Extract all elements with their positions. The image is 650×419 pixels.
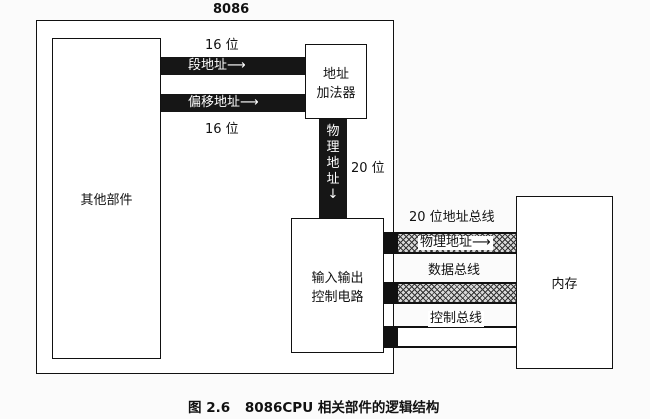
segment-arrow-icon: ⟶ — [227, 58, 246, 73]
offset-address-label: 偏移地址 — [188, 95, 241, 110]
address-adder-label-line1: 地址 — [322, 66, 349, 82]
offset-address-bus — [161, 94, 305, 112]
control-bus — [398, 326, 516, 348]
cpu-title: 8086 — [213, 2, 250, 17]
io-control-label-line2: 控制电路 — [311, 289, 364, 305]
address-bus-arrow-icon: ⟶ — [472, 235, 491, 250]
other-parts-label: 其他部件 — [80, 193, 133, 208]
physical-address-bus — [319, 119, 347, 218]
memory-block: 内存 — [516, 196, 613, 369]
figure-title: 8086CPU 相关部件的逻辑结构 — [244, 400, 440, 416]
other-parts-block: 其他部件 — [52, 38, 161, 359]
physical-char-2: 理 — [326, 140, 340, 155]
physical-char-3: 地 — [326, 156, 340, 171]
figure-caption: 图 2.6 8086CPU 相关部件的逻辑结构 — [188, 396, 439, 416]
figure-number: 图 2.6 — [188, 400, 231, 416]
physical-address-text: 物 理 地 址 ↓ — [319, 124, 347, 202]
segment-address-bus — [161, 57, 305, 75]
data-bus-label: 数据总线 — [428, 263, 481, 278]
address-bus-text: 物理地址⟶ — [418, 236, 493, 250]
data-bus — [398, 282, 516, 304]
address-adder-block: 地址 加法器 — [305, 44, 367, 119]
segment-bus-width-label: 16 位 — [205, 38, 239, 53]
address-bus-label: 物理地址 — [420, 235, 473, 250]
control-bus-label: 控制总线 — [428, 311, 485, 328]
io-control-block: 输入输出 控制电路 — [291, 218, 384, 353]
segment-address-text: 段地址⟶ — [186, 59, 248, 73]
address-bus-title: 20 位地址总线 — [409, 210, 495, 225]
memory-label: 内存 — [551, 277, 578, 292]
physical-char-1: 物 — [326, 124, 340, 139]
data-port — [384, 282, 398, 304]
down-arrow-icon: ↓ — [327, 187, 339, 202]
offset-address-text: 偏移地址⟶ — [186, 96, 261, 110]
address-port — [384, 232, 398, 254]
offset-arrow-icon: ⟶ — [240, 95, 259, 110]
segment-address-label: 段地址 — [188, 58, 228, 73]
control-port — [384, 326, 398, 348]
physical-bus-width-label: 20 位 — [351, 161, 385, 176]
address-adder-label-line2: 加法器 — [316, 85, 356, 101]
offset-bus-width-label: 16 位 — [205, 122, 239, 137]
io-control-label-line1: 输入输出 — [311, 270, 364, 286]
physical-char-4: 址 — [326, 172, 340, 187]
